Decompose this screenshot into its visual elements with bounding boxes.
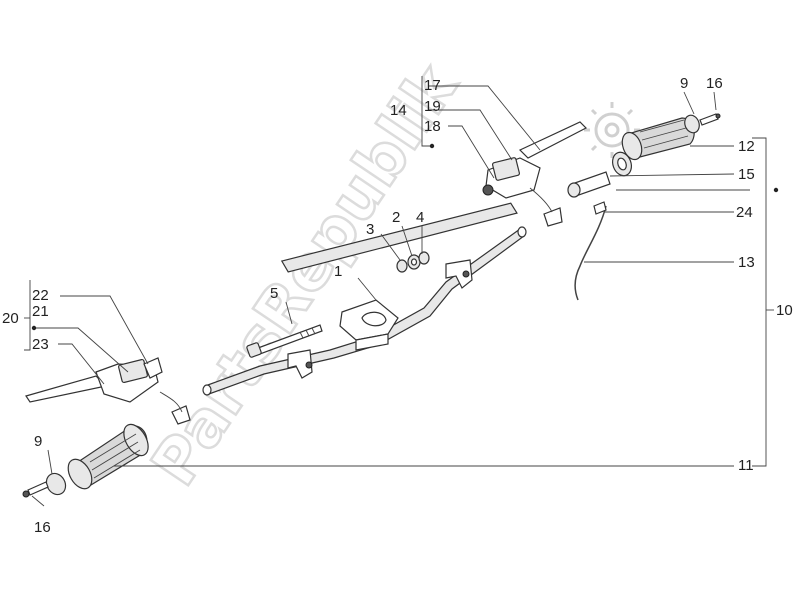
throttle-cable	[574, 201, 607, 301]
label-13: 13	[738, 254, 755, 271]
label-5: 5	[270, 285, 278, 302]
label-15: 15	[738, 166, 755, 183]
washers	[396, 251, 430, 273]
label-1: 1	[334, 263, 342, 280]
label-21: 21	[32, 303, 49, 320]
bolt	[246, 324, 323, 358]
label-12: 12	[738, 138, 755, 155]
label-11: 11	[738, 457, 754, 474]
leader-lines	[24, 76, 774, 507]
throttle-ring	[567, 151, 633, 198]
label-4: 4	[416, 209, 424, 226]
label-9-left: 9	[34, 433, 42, 450]
left-lever-assembly	[25, 357, 191, 425]
label-3: 3	[366, 221, 374, 238]
label-2: 2	[392, 209, 400, 226]
label-18: 18	[424, 118, 441, 135]
label-10: 10	[776, 302, 793, 319]
label-23: 23	[32, 336, 49, 353]
watermark: PartsRepublik	[136, 49, 640, 500]
handlebar-tube	[202, 202, 527, 396]
label-20: 20	[2, 310, 19, 327]
left-grip	[22, 423, 149, 498]
right-lever-assembly	[482, 121, 588, 227]
label-22: 22	[32, 287, 49, 304]
label-9-right: 9	[680, 75, 688, 92]
part-number-labels: 1 2 3 4 5 9 9 10 11 12 13 14 15 16 16 17…	[2, 75, 793, 536]
watermark-gear-icon	[584, 102, 640, 158]
label-14: 14	[390, 102, 407, 119]
label-16-left: 16	[34, 519, 51, 536]
right-grip	[621, 113, 721, 161]
handlebar-clamp	[339, 299, 399, 351]
reference-dots	[31, 143, 779, 331]
label-19: 19	[424, 98, 441, 115]
label-16-right: 16	[706, 75, 723, 92]
label-24: 24	[736, 204, 753, 221]
label-17: 17	[424, 77, 441, 94]
